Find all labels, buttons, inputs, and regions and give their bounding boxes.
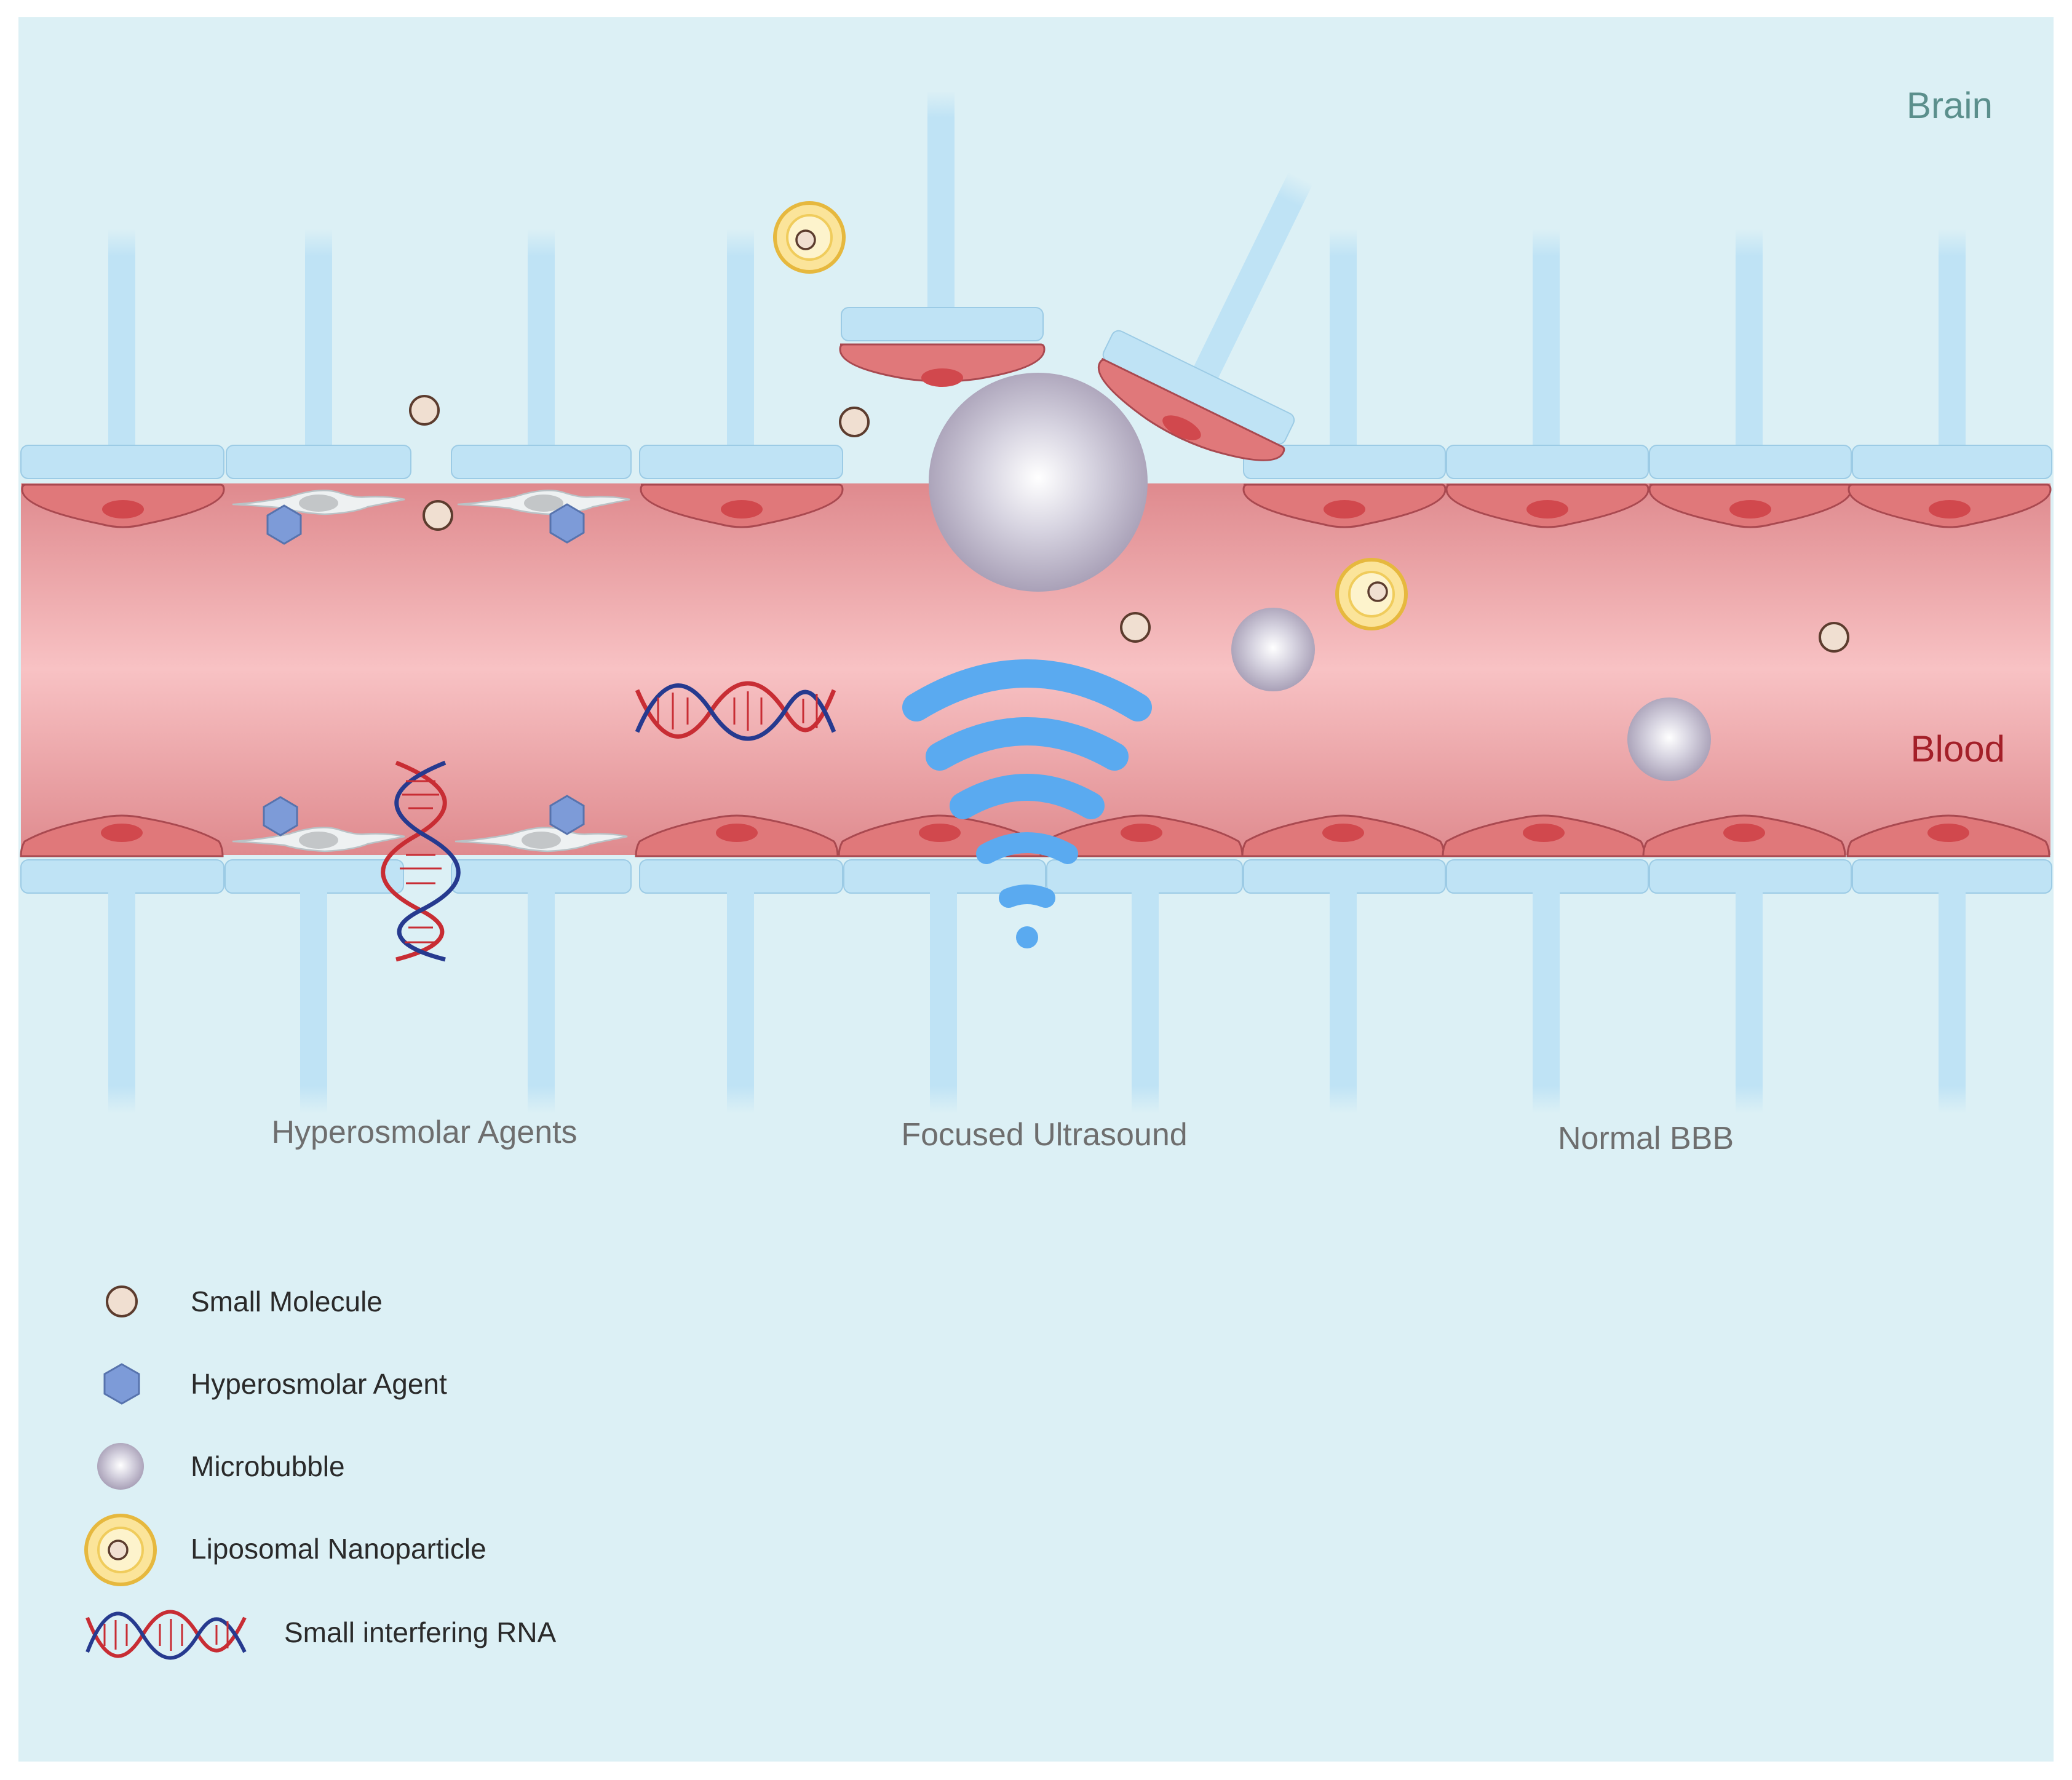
small-molecules xyxy=(409,395,1849,653)
astrocyte-top-10 xyxy=(1852,229,2052,479)
section-label-normal-bbb: Normal BBB xyxy=(1558,1121,1734,1156)
displaced-endothelial-left xyxy=(839,343,1046,387)
astrocyte-bottom-9 xyxy=(1649,859,1852,1113)
legend-label-small-molecule: Small Molecule xyxy=(191,1285,383,1317)
astrocyte-bottom-4 xyxy=(639,859,843,1113)
section-label-ultrasound: Focused Ultrasound xyxy=(901,1117,1187,1153)
sirna-icon xyxy=(85,1610,247,1660)
astrocyte-top-2 xyxy=(226,229,411,479)
sirna-horizontal xyxy=(635,681,836,741)
legend-label-sirna: Small interfering RNA xyxy=(284,1616,557,1648)
hyperosmolar-agent-icon xyxy=(549,795,585,835)
small-molecule-icon xyxy=(423,500,453,531)
microbubble-large xyxy=(929,373,1148,592)
astrocyte-bottom-3 xyxy=(451,859,632,1113)
astrocyte-top-5 xyxy=(841,91,1044,341)
section-label-hyperosmolar: Hyperosmolar Agents xyxy=(271,1114,577,1150)
astrocyte-bottom-1 xyxy=(20,859,224,1113)
small-molecule-icon xyxy=(1120,612,1151,643)
liposomal-nanoparticle-icon xyxy=(773,201,846,274)
small-molecule-icon xyxy=(839,407,870,437)
legend-label-liposomal-nanoparticle: Liposomal Nanoparticle xyxy=(191,1533,486,1565)
hyperosmolar-agent-icon xyxy=(263,796,298,836)
legend: Small Molecule Hyperosmolar Agent Microb… xyxy=(84,1285,557,1660)
microbubbles xyxy=(1231,608,1711,781)
astrocyte-top-1 xyxy=(20,229,224,479)
astrocyte-feet-bottom xyxy=(20,859,2052,1113)
displaced-endothelial-right xyxy=(1097,357,1285,461)
blood-label: Blood xyxy=(1911,728,2005,769)
small-molecule-icon xyxy=(409,395,440,426)
small-molecule-icon xyxy=(1819,622,1849,653)
astrocyte-top-4 xyxy=(639,229,843,479)
astrocyte-bottom-5 xyxy=(843,859,1046,1113)
liposomal-nanoparticles xyxy=(773,201,1408,630)
astrocyte-top-3 xyxy=(451,229,632,479)
small-molecule-icon xyxy=(106,1285,138,1317)
liposomal-nanoparticle-icon xyxy=(84,1514,157,1586)
microbubble-icon xyxy=(1231,608,1315,691)
hyperosmolar-agent-icon xyxy=(549,503,585,544)
astrocyte-bottom-8 xyxy=(1446,859,1649,1113)
microbubble-icon xyxy=(1627,697,1711,781)
astrocyte-feet-top xyxy=(20,91,2052,479)
hyperosmolar-agents xyxy=(263,503,585,836)
astrocyte-bottom-2 xyxy=(224,859,404,1113)
astrocyte-bottom-6 xyxy=(1046,859,1243,1113)
microbubble-icon xyxy=(97,1443,144,1490)
astrocyte-top-8 xyxy=(1446,229,1649,479)
ultrasound-icon xyxy=(902,659,1152,948)
astrocyte-top-7 xyxy=(1243,229,1446,479)
sirna-vertical xyxy=(381,760,461,962)
legend-label-microbubble: Microbubble xyxy=(191,1450,345,1482)
astrocyte-bottom-7 xyxy=(1243,859,1446,1113)
hyperosmolar-agent-icon xyxy=(103,1363,140,1405)
liposomal-nanoparticle-icon xyxy=(1335,558,1408,630)
astrocyte-top-9 xyxy=(1649,229,1852,479)
legend-label-hyperosmolar-agent: Hyperosmolar Agent xyxy=(191,1368,447,1400)
astrocyte-bottom-10 xyxy=(1852,859,2052,1113)
brain-label: Brain xyxy=(1907,85,1993,126)
hyperosmolar-agent-icon xyxy=(266,504,302,545)
